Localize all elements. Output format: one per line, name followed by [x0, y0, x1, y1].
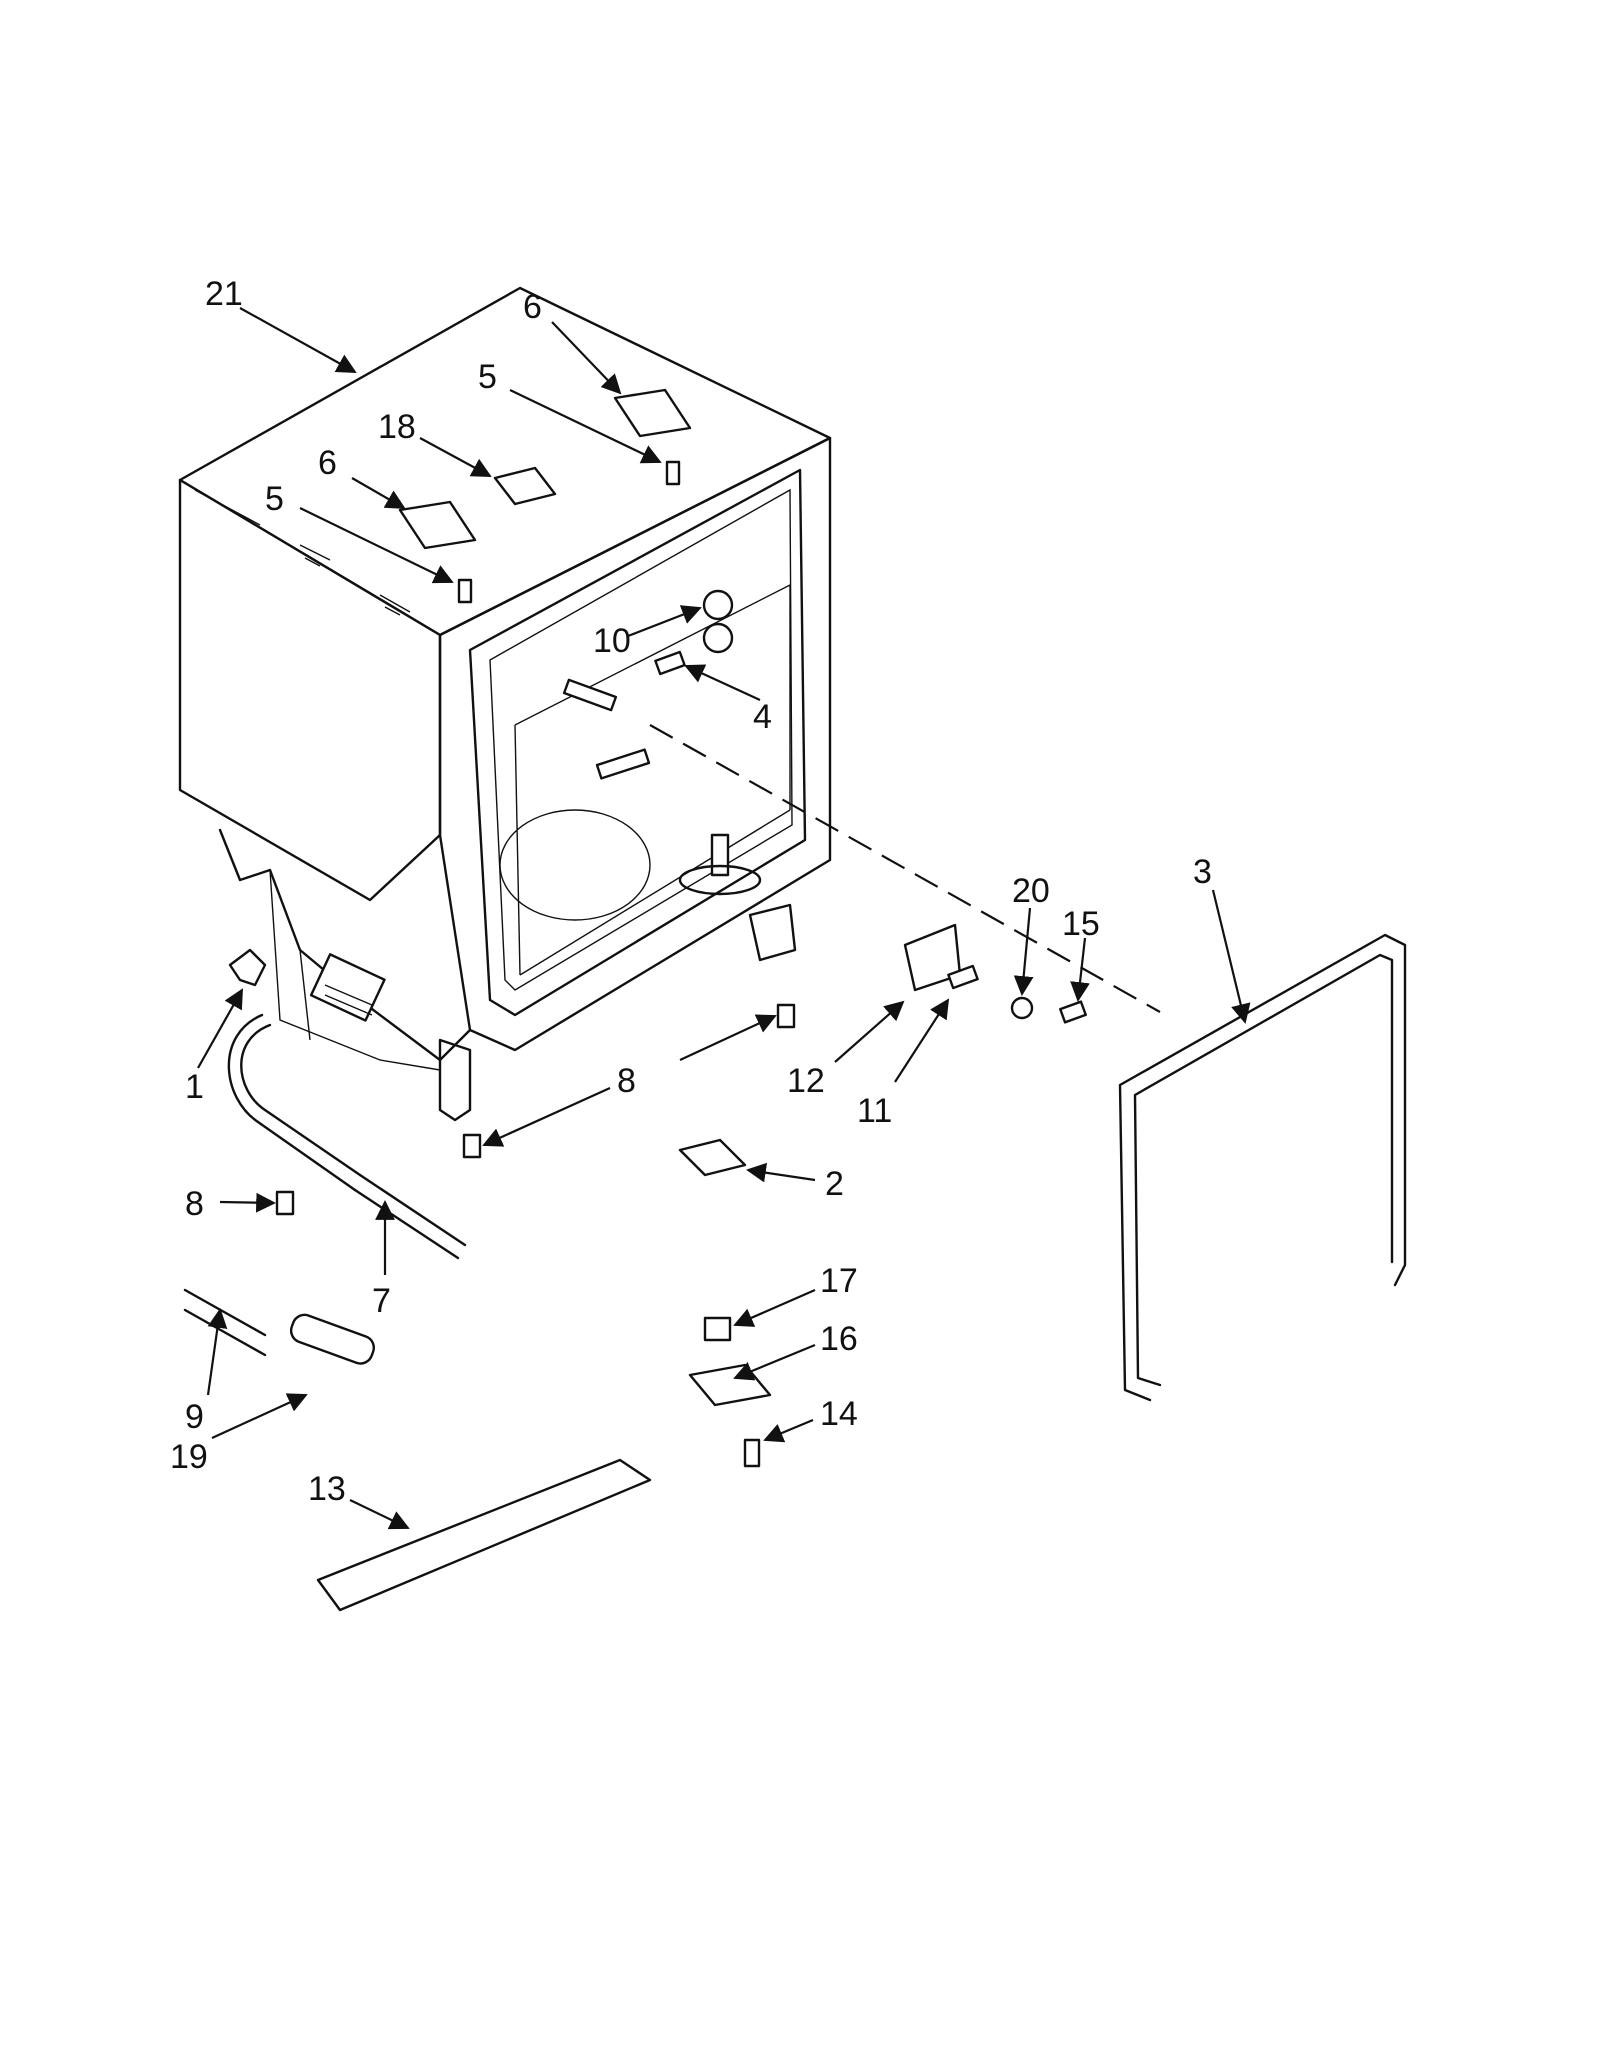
leader-lines: [197, 307, 1251, 1530]
callout-10: 10: [593, 622, 631, 660]
callout-17: 17: [820, 1262, 858, 1300]
callout-4: 4: [753, 698, 772, 736]
callout-2: 2: [825, 1165, 844, 1203]
callout-6: 6: [318, 444, 337, 482]
callout-6: 6: [523, 288, 542, 326]
drain-hose: [227, 1013, 467, 1260]
callout-7: 7: [372, 1282, 391, 1320]
callout-1: 1: [185, 1068, 204, 1106]
callout-11: 11: [857, 1092, 892, 1130]
callout-12: 12: [787, 1062, 825, 1100]
callout-5: 5: [478, 358, 497, 396]
callout-16: 16: [820, 1320, 858, 1358]
alignment-line: [649, 724, 1161, 1013]
callout-8: 8: [617, 1062, 636, 1100]
callout-3: 3: [1193, 853, 1212, 891]
callout-18: 18: [378, 408, 416, 446]
door-gasket: [1118, 933, 1407, 1402]
callout-13: 13: [308, 1470, 346, 1508]
callout-21: 21: [205, 275, 243, 313]
callout-8: 8: [185, 1185, 204, 1223]
callout-labels: 21 6 5 18 6 5 10 4 20 15 3 1 8 12 11 2 8…: [170, 275, 1212, 1508]
callout-9: 9: [185, 1398, 204, 1436]
callout-15: 15: [1062, 905, 1100, 943]
callout-19: 19: [170, 1438, 208, 1476]
tub-assembly: [178, 286, 832, 1122]
callout-14: 14: [820, 1395, 858, 1433]
callout-20: 20: [1012, 872, 1050, 910]
callout-5: 5: [265, 480, 284, 518]
